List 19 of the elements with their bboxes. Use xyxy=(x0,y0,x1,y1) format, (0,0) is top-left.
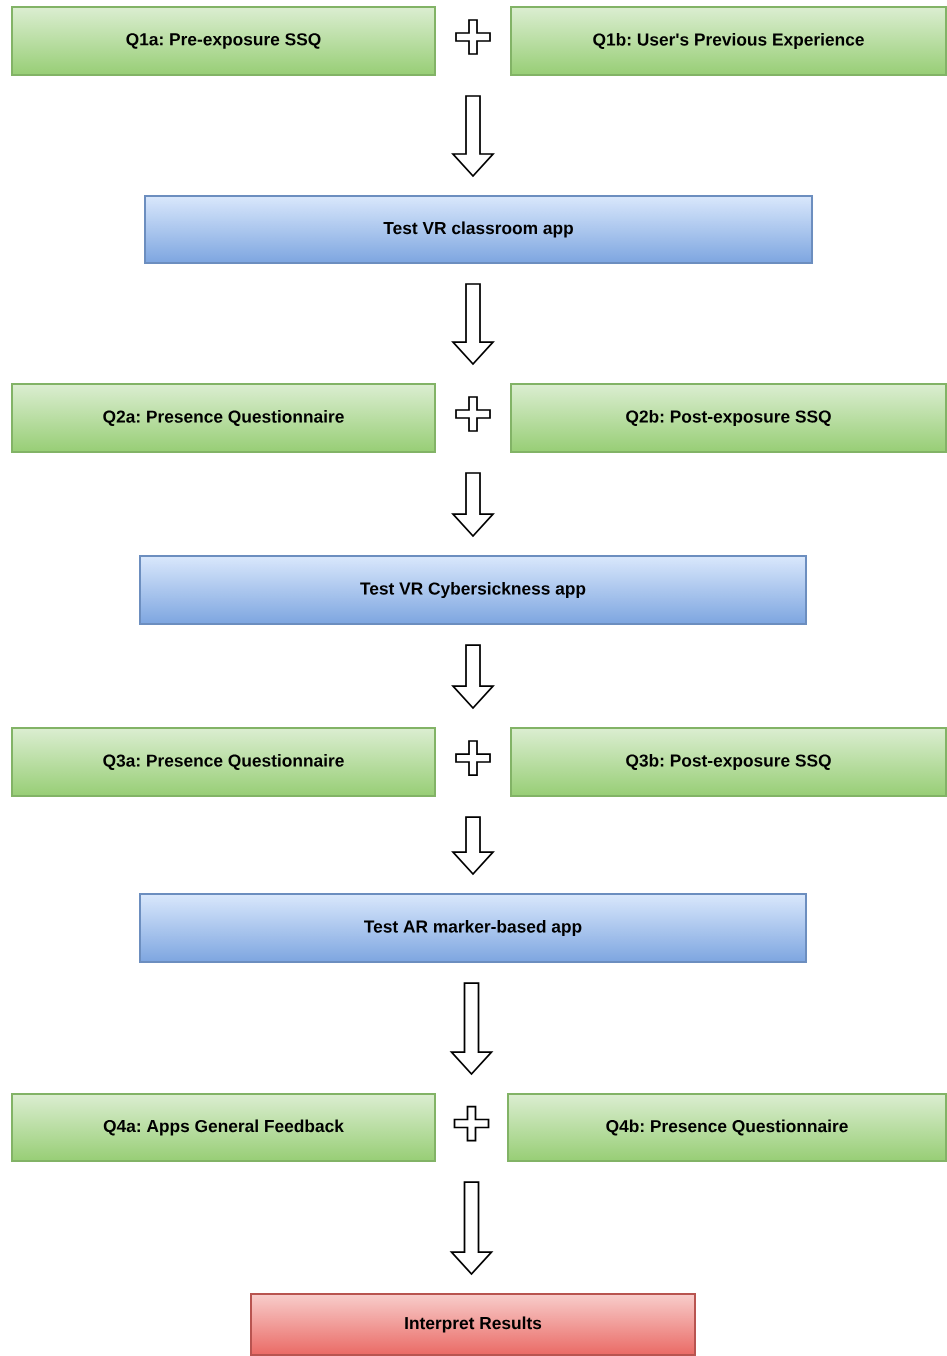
test-box: Test VR classroom app xyxy=(144,195,813,264)
block-arrow xyxy=(449,1181,494,1276)
block-arrow xyxy=(451,472,495,538)
block-arrow xyxy=(451,644,495,710)
block-arrow xyxy=(449,982,494,1076)
result-box: Interpret Results xyxy=(250,1293,696,1356)
test-box: Test AR marker-based app xyxy=(139,893,807,963)
questionnaire-box: Q3b: Post-exposure SSQ xyxy=(510,727,947,797)
block-arrow xyxy=(451,95,495,178)
questionnaire-box: Q2a: Presence Questionnaire xyxy=(11,383,436,453)
questionnaire-box: Q1b: User's Previous Experience xyxy=(510,6,947,76)
questionnaire-box: Q3a: Presence Questionnaire xyxy=(11,727,436,797)
questionnaire-box: Q2b: Post-exposure SSQ xyxy=(510,383,947,453)
questionnaire-box: Q1a: Pre-exposure SSQ xyxy=(11,6,436,76)
questionnaire-box: Q4b: Presence Questionnaire xyxy=(507,1093,947,1162)
test-box: Test VR Cybersickness app xyxy=(139,555,807,625)
block-arrow xyxy=(451,816,495,876)
questionnaire-box: Q4a: Apps General Feedback xyxy=(11,1093,436,1162)
block-arrow xyxy=(451,283,495,366)
